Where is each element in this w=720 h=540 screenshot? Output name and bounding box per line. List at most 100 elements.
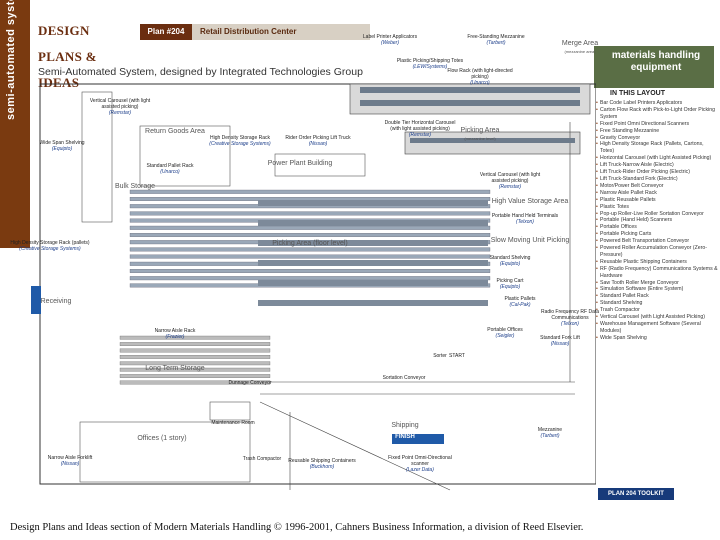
plan-toolkit-button[interactable]: PLAN 204 TOOLKIT — [598, 488, 674, 500]
plan-label-text: Free-Standing Mezzanine — [467, 34, 525, 40]
equipment-item: Lift Truck-Standard Fork (Electric) — [596, 176, 718, 183]
plan-label-high-density-storage-top: High Density Storage Rack(Creative Stora… — [200, 135, 280, 147]
plan-label-vertical-carousel-top: Vertical Carousel (with light assisted p… — [80, 98, 160, 116]
plan-label-vendor: (Cal-Pak) — [509, 302, 531, 308]
plan-label-bulk-storage: Bulk Storage — [95, 183, 175, 191]
plan-label-text: Wide Span Shelving — [39, 140, 85, 146]
plan-label-trash-compactor: Trash Compactor — [222, 456, 302, 462]
maintenance-room-box — [209, 401, 251, 421]
floor-plan — [39, 83, 596, 491]
plan-label-text: Bulk Storage — [114, 183, 156, 190]
plan-label-mezzanine-bottom: Mezzanine(Tarbert) — [510, 427, 590, 439]
long-term-rack — [119, 380, 271, 385]
plan-label-text: Maintenance Room — [211, 420, 255, 426]
shipping-marker — [392, 434, 444, 444]
long-term-rack — [119, 367, 271, 372]
plan-label-vendor: (Creative Storage Systems) — [19, 246, 81, 252]
plan-label-fixed-point-scanner: Fixed Point Omni-Directional scanner(Laz… — [380, 455, 460, 473]
plan-label-vendor: (Nissan) — [60, 461, 80, 467]
plan-label-note: (mezzanine area) — [564, 49, 596, 54]
plan-label-vendor: (Remstar) — [408, 132, 432, 138]
plan-label-text: Plastic Picking/Shipping Totes — [396, 58, 464, 64]
plan-label-long-term-storage: Long Term Storage — [135, 365, 215, 373]
side-band-text: semi-automated system — [5, 0, 17, 120]
plan-label-text: Standard Shelving — [489, 255, 531, 261]
plan-title-bar — [140, 24, 370, 40]
carton-flow-rack — [258, 300, 488, 306]
plan-label-start: START — [417, 353, 497, 359]
plan-number: Plan #204 — [140, 24, 192, 40]
plan-label-text: Mezzanine — [537, 427, 563, 433]
picking-carousel — [410, 138, 575, 143]
offices-box — [79, 421, 251, 483]
plan-label-vendor: (Telxon) — [516, 219, 534, 225]
plan-label-text: Receiving — [40, 298, 72, 305]
equipment-item: Gravity Conveyor — [596, 135, 718, 142]
plan-label-text: Offices (1 story) — [137, 435, 187, 442]
equipment-item: Standard Shelving — [596, 300, 718, 307]
equipment-item: RF (Radio Frequency) Communications Syst… — [596, 266, 718, 280]
plan-label-text: Fixed Point Omni-Directional scanner — [388, 455, 452, 467]
plan-label-text: High Density Storage Rack (pallets) — [10, 240, 90, 246]
equipment-item: Plastic Totes — [596, 204, 718, 211]
plan-label-text: Narrow Aisle Rack — [154, 328, 196, 334]
plan-label-label-printer: Label Printer Applicators(Weber) — [350, 34, 430, 46]
plan-label-text: Sorter — [433, 353, 447, 359]
plan-label-vendor: (LEWISystems) — [412, 64, 448, 70]
plan-label-text: Rider Order Picking Lift Truck — [285, 135, 351, 141]
plan-label-vendor: (Equipto) — [499, 284, 521, 290]
plan-label-text: Dunnage Conveyor — [228, 380, 272, 386]
plan-label-text: Standard Fork Lift — [540, 335, 580, 341]
plan-label-text: FINISH — [395, 434, 415, 440]
plan-label-picking-cart: Picking Cart(Equipto) — [470, 278, 550, 290]
plan-label-vendor: (Buckhorn) — [309, 464, 335, 470]
plan-label-vendor: (Seigler) — [495, 333, 515, 339]
equipment-item: Plastic Reusable Pallets — [596, 197, 718, 204]
equipment-item: Portable Offices — [596, 224, 718, 231]
equipment-item: Lift Truck-Rider Order Picking (Electric… — [596, 169, 718, 176]
plan-label-mezzanine-vendor: Free-Standing Mezzanine(Tarbert) — [456, 34, 536, 46]
long-term-rack — [119, 374, 271, 378]
plan-label-text: High Density Storage Rack — [209, 135, 271, 141]
plan-label-vendor: (Equipto) — [51, 146, 73, 152]
plan-label-text: Plastic Pallets — [504, 296, 536, 302]
equipment-item: Pop-up Roller-Live Roller Sortation Conv… — [596, 211, 718, 218]
plan-label-text: High Value Storage Area — [491, 198, 569, 205]
plan-label-vendor: (Weber) — [381, 40, 399, 46]
plan-label-high-density-storage-left: High Density Storage Rack (pallets)(Crea… — [10, 240, 90, 252]
plan-label-radio-frequency: Radio Frequency RF Data Communications(T… — [530, 309, 610, 327]
vertical-carousel-column — [81, 91, 113, 223]
equipment-item: Powered Roller Accumulation Conveyor (Ze… — [596, 245, 718, 259]
plan-label-offices: Offices (1 story) — [122, 435, 202, 443]
plan-label-vendor: (Remstar) — [108, 110, 132, 116]
plan-label-text: Slow Moving Unit Picking — [490, 237, 570, 244]
plan-label-text: Power Plant Building — [267, 160, 333, 167]
plan-label-reusable-containers: Reusable Shipping Containers(Buckhorn) — [282, 458, 362, 470]
logo: DESIGN PLANS & IDEAS — [38, 23, 97, 90]
equipment-item: Motor/Power Belt Conveyor — [596, 183, 718, 190]
equipment-item: Lift Truck-Narrow Aisle (Electric) — [596, 162, 718, 169]
plan-label-text: Picking Cart — [496, 278, 524, 284]
rack-row — [129, 276, 491, 281]
plan-label-standard-fork-lift: Standard Fork Lift(Nissan) — [520, 335, 600, 347]
upper-carousel — [360, 100, 580, 106]
plan-label-text: Reusable Shipping Containers — [288, 458, 356, 464]
plan-label-text: Return Goods Area — [145, 128, 205, 135]
rack-row — [129, 247, 491, 252]
plan-label-finish: FINISH — [365, 434, 445, 440]
plan-label-text: Narrow Aisle Forklift — [47, 455, 93, 461]
equipment-item: Portable (Hand Held) Scanners — [596, 217, 718, 224]
equipment-item: Saw Tooth Roller Merge Conveyor — [596, 280, 718, 287]
long-term-rack — [119, 361, 271, 366]
plan-label-vendor: (Unarco) — [470, 80, 490, 86]
long-term-rack — [119, 348, 271, 353]
equipment-item: Powered Belt Transportation Conveyor — [596, 238, 718, 245]
plan-label-text: Portable Offices — [487, 327, 523, 333]
plan-label-text: Picking Area — [460, 127, 500, 134]
rack-row — [129, 254, 491, 259]
equipment-panel-title: materials handling equipment — [611, 50, 701, 73]
equipment-item: Standard Pallet Rack — [596, 293, 718, 300]
plan-label-return-goods: Return Goods Area — [135, 128, 215, 136]
plan-label-text: Vertical Carousel (with light assisted p… — [479, 172, 541, 184]
plan-label-text: Sortation Conveyor — [382, 375, 426, 381]
